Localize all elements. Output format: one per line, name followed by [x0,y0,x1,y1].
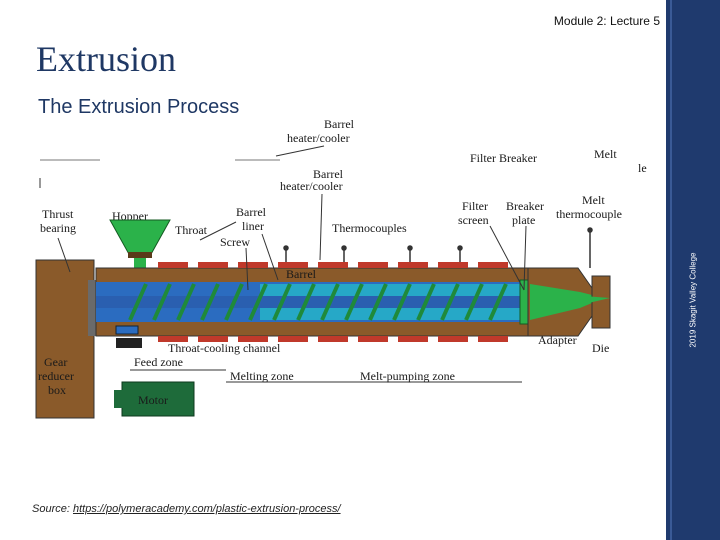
label-screen: screen [458,213,489,227]
label-barrel-liner-2: liner [242,219,264,233]
throat-cooling-channel-block [116,338,142,348]
label-reducer: reducer [38,369,74,383]
copyright-text: 2019 Skagit Valley College [688,252,698,348]
hopper-neck [134,256,146,270]
label-adapter: Adapter [538,333,577,347]
sidebar-stripe [670,0,672,540]
leader-lines [57,145,527,291]
extruder-diagram: Barrel heater/cooler Filter Breaker Melt… [35,117,647,419]
die-exit [584,296,610,304]
label-throat: Throat [175,223,208,237]
label-le-fragment: le [638,161,647,175]
heater-bands [158,262,508,342]
throat-cooling [115,325,139,335]
label-screw: Screw [220,235,250,249]
slide-title: Extrusion [36,39,176,79]
label-melting-zone: Melting zone [230,369,294,383]
screw-flights [128,283,508,321]
label-bearing: bearing [40,221,76,235]
label-barrel-2: heater/cooler [280,179,343,193]
hopper [109,219,171,257]
label-box: box [48,383,66,397]
label-melt: Melt [582,193,605,207]
label-gear: Gear [44,355,67,369]
die-melt-flow [530,284,604,320]
label-throat-cooling: Throat-cooling channel [168,341,281,355]
label-thermocouples: Thermocouples [332,221,407,235]
screw-shaft [96,296,524,308]
label-barrel: Barrel [286,267,317,281]
gear-reducer-box [35,259,95,419]
source-label: Source: [32,503,70,515]
zone-lines [130,369,522,383]
thermocouple-pins [283,227,593,268]
label-filter: Filter [462,199,488,213]
label-breaker: Breaker [506,199,544,213]
label-barrel-top-2: heater/cooler [287,131,350,145]
die [591,275,611,329]
hopper-flange [128,252,152,258]
label-filter-breaker-top: Filter Breaker [470,151,537,165]
sidebar-band [666,0,720,540]
module-label: Module 2: Lecture 5 [553,14,660,28]
label-die: Die [592,341,609,355]
label-feed-zone: Feed zone [134,355,183,369]
label-barrel-1: Barrel [313,167,344,181]
label-barrel-top-1: Barrel [324,117,355,131]
motor [121,381,195,417]
slide-subtitle: The Extrusion Process [38,96,240,118]
label-melt-pumping-zone: Melt-pumping zone [360,369,455,383]
label-motor: Motor [138,393,168,407]
label-melt-top: Melt [594,147,617,161]
source-link[interactable]: https://polymeracademy.com/plastic-extru… [72,503,341,515]
motor-shaft [114,390,124,408]
label-thrust: Thrust [42,207,74,221]
label-plate: plate [512,213,535,227]
source-citation: Source: https://polymeracademy.com/plast… [32,503,341,515]
label-barrel-liner-1: Barrel [236,205,267,219]
label-thermocouple: thermocouple [556,207,622,221]
overlay-label-bar [38,156,642,188]
